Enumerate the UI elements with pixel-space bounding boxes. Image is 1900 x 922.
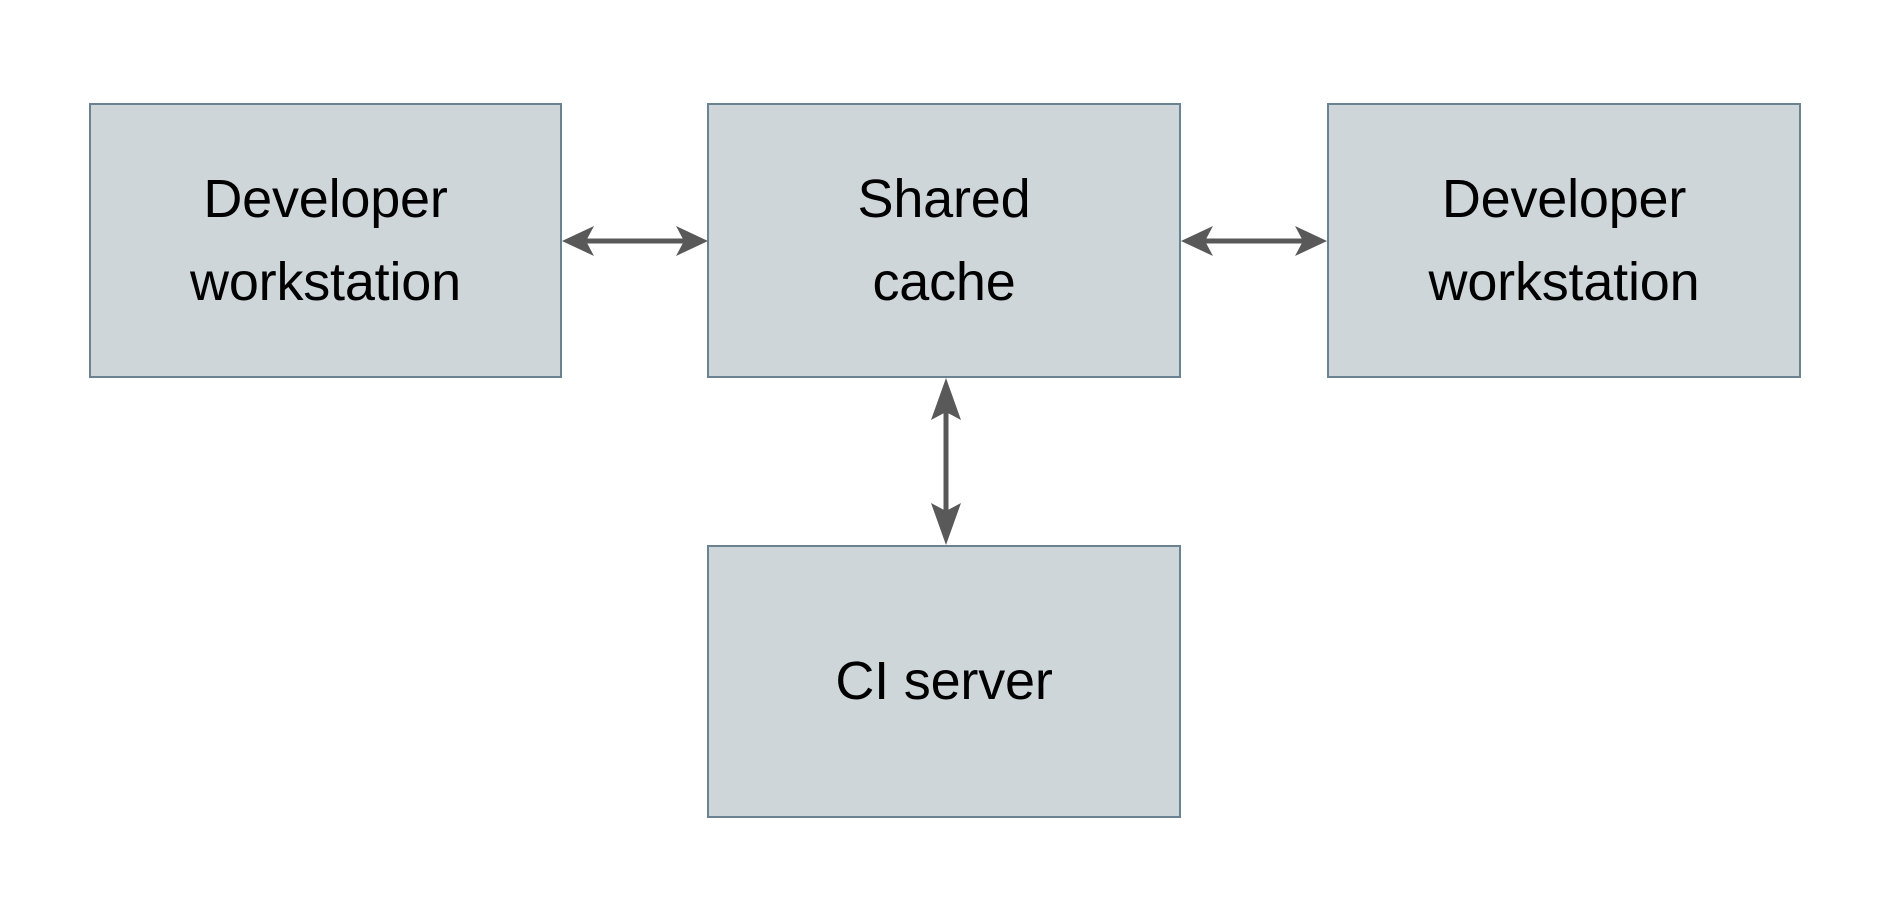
node-label: Developer workstation <box>190 169 461 312</box>
node-shared-cache[interactable]: Shared cache <box>707 103 1181 378</box>
arrowhead-right-icon <box>1295 226 1327 256</box>
edge-shaft <box>943 410 949 513</box>
node-label: Developer workstation <box>1428 169 1700 312</box>
edge-shared-cache-to-ci-server[interactable] <box>917 376 975 547</box>
arrowhead-left-icon <box>1181 226 1213 256</box>
node-developer-workstation-left[interactable]: Developer workstation <box>89 103 562 378</box>
edge-shaft <box>584 238 686 244</box>
arrowhead-up-icon <box>931 378 961 420</box>
arrowhead-right-icon <box>676 226 708 256</box>
node-developer-workstation-right[interactable]: Developer workstation <box>1327 103 1801 378</box>
edge-shared-cache-to-developer-workstation-right[interactable] <box>1179 212 1329 270</box>
node-label: CI server <box>835 651 1053 712</box>
arrowhead-down-icon <box>931 503 961 545</box>
node-label: Shared cache <box>857 169 1031 312</box>
edge-developer-workstation-left-to-shared-cache[interactable] <box>560 212 710 270</box>
edge-shaft <box>1203 238 1305 244</box>
node-ci-server[interactable]: CI server <box>707 545 1181 818</box>
arrowhead-left-icon <box>562 226 594 256</box>
